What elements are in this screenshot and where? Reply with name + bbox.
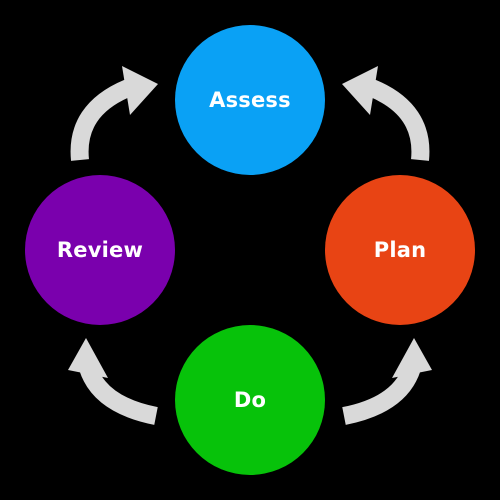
arrow-plan-to-assess: [342, 66, 430, 161]
arrow-do-to-review: [68, 338, 158, 425]
step-assess-label: Assess: [209, 88, 291, 112]
step-do: Do: [175, 325, 325, 475]
arrow-review-to-assess: [70, 66, 158, 161]
step-review: Review: [25, 175, 175, 325]
step-assess: Assess: [175, 25, 325, 175]
step-do-label: Do: [233, 388, 267, 412]
step-plan-label: Plan: [373, 238, 427, 262]
arrow-do-to-plan: [342, 338, 432, 425]
step-plan: Plan: [325, 175, 475, 325]
step-review-label: Review: [56, 238, 144, 262]
